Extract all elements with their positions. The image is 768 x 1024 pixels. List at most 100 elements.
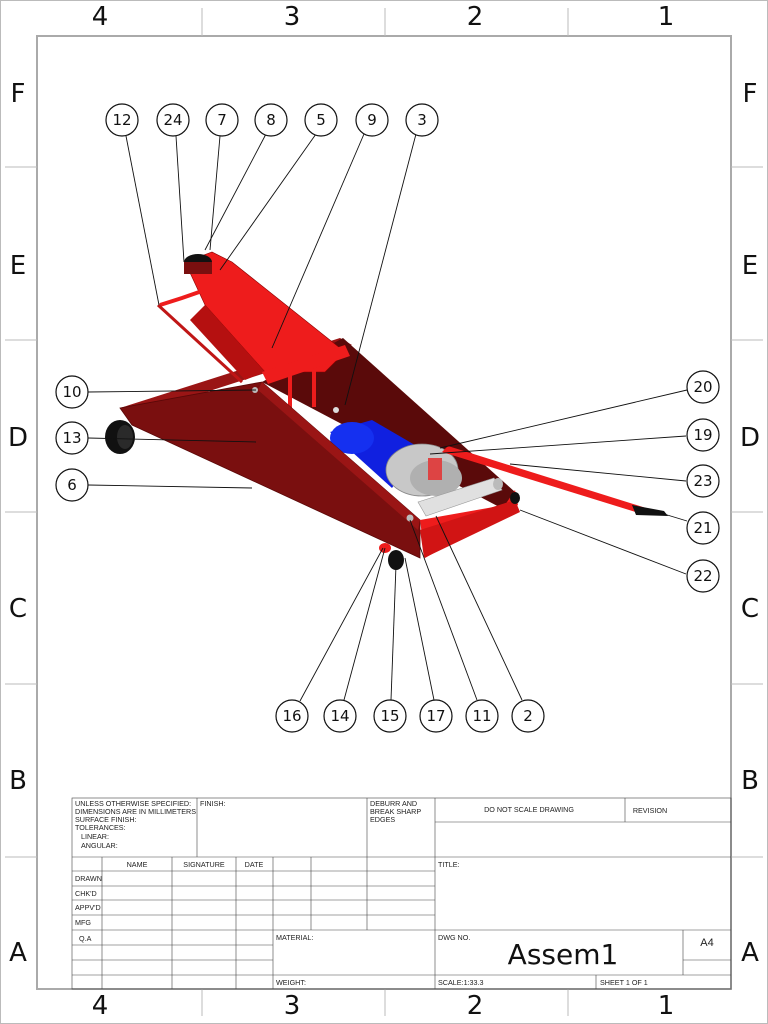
svg-text:9: 9: [367, 111, 377, 129]
zone-row-e-right: E: [742, 251, 758, 281]
svg-text:20: 20: [693, 378, 712, 396]
balloons: 12 24 7 8 5 9 3 10 13 6 20 19 23 21 22 1…: [55, 103, 720, 733]
zone-col-4-top: 4: [92, 2, 109, 32]
balloon-10[interactable]: 10: [55, 375, 89, 409]
tb-weight-label: WEIGHT:: [276, 978, 306, 987]
lift-arm: [184, 251, 346, 373]
zone-row-f-right: F: [743, 79, 758, 109]
balloon-2[interactable]: 2: [511, 699, 545, 733]
svg-text:3: 3: [417, 111, 427, 129]
svg-text:8: 8: [266, 111, 276, 129]
zone-row-f-left: F: [11, 79, 26, 109]
tb-sheet: SHEET 1 OF 1: [600, 978, 648, 987]
svg-text:19: 19: [693, 426, 712, 444]
zone-col-2-top: 2: [467, 2, 484, 32]
tb-col-name: NAME: [127, 860, 148, 869]
tb-note-surface: SURFACE FINISH:: [75, 815, 137, 824]
zone-col-2-bottom: 2: [467, 991, 484, 1021]
caster-wheel: [388, 550, 404, 570]
tb-col-date: DATE: [245, 860, 264, 869]
zone-row-d-right: D: [740, 423, 760, 453]
leader-lines: [87, 133, 688, 702]
tb-row-mfg: MFG: [75, 918, 91, 927]
svg-text:24: 24: [163, 111, 182, 129]
tb-note-tolerances: TOLERANCES:: [75, 823, 126, 832]
zone-col-3-top: 3: [284, 2, 301, 32]
cross-bar: [262, 345, 350, 384]
tb-row-chkd: CHK'D: [75, 889, 97, 898]
svg-text:12: 12: [112, 111, 131, 129]
balloon-16[interactable]: 16: [275, 699, 309, 733]
balloon-22[interactable]: 22: [686, 559, 720, 593]
tb-dwg-no: Assem1: [508, 938, 619, 971]
tb-dwg-no-label: DWG NO.: [438, 933, 470, 942]
svg-text:17: 17: [426, 707, 445, 725]
balloon-15[interactable]: 15: [373, 699, 407, 733]
tb-note-linear: LINEAR:: [81, 832, 109, 841]
tb-row-qa: Q.A: [79, 934, 92, 943]
tb-note-unless: UNLESS OTHERWISE SPECIFIED:: [75, 799, 191, 808]
svg-text:7: 7: [217, 111, 227, 129]
balloon-19[interactable]: 19: [686, 418, 720, 452]
zone-row-b-right: B: [741, 766, 759, 796]
svg-text:14: 14: [330, 707, 349, 725]
svg-text:21: 21: [693, 519, 712, 537]
zone-col-4-bottom: 4: [92, 991, 109, 1021]
tb-deburr-3: EDGES: [370, 815, 395, 824]
zone-ticks: [5, 8, 763, 1016]
tb-scale: SCALE:1:33.3: [438, 978, 484, 987]
pump-valve: [428, 458, 442, 480]
balloon-24[interactable]: 24: [156, 103, 190, 137]
tb-revision-label: REVISION: [633, 806, 667, 815]
front-link: [159, 288, 206, 307]
balloon-20[interactable]: 20: [686, 370, 720, 404]
zone-row-e-left: E: [10, 251, 26, 281]
svg-text:2: 2: [523, 707, 533, 725]
balloon-12[interactable]: 12: [105, 103, 139, 137]
zone-labels-top: 4 3 2 1: [92, 2, 675, 32]
balloon-14[interactable]: 14: [323, 699, 357, 733]
svg-text:6: 6: [67, 476, 77, 494]
balloon-11[interactable]: 11: [465, 699, 499, 733]
tb-material-label: MATERIAL:: [276, 933, 313, 942]
balloon-6[interactable]: 6: [55, 468, 89, 502]
tb-title-label: TITLE:: [438, 860, 460, 869]
zone-labels-bottom: 4 3 2 1: [92, 991, 675, 1021]
zone-row-c-right: C: [741, 594, 759, 624]
svg-text:5: 5: [316, 111, 326, 129]
title-block: UNLESS OTHERWISE SPECIFIED: DIMENSIONS A…: [71, 797, 732, 990]
tb-do-not-scale: DO NOT SCALE DRAWING: [484, 805, 574, 814]
zone-row-a-right: A: [741, 938, 759, 968]
zone-row-a-left: A: [9, 938, 27, 968]
tb-note-dimensions: DIMENSIONS ARE IN MILLIMETERS: [75, 807, 196, 816]
zone-col-3-bottom: 3: [284, 991, 301, 1021]
balloon-23[interactable]: 23: [686, 464, 720, 498]
balloon-13[interactable]: 13: [55, 421, 89, 455]
balloon-7[interactable]: 7: [205, 103, 239, 137]
svg-text:10: 10: [62, 383, 81, 401]
svg-text:23: 23: [693, 472, 712, 490]
zone-labels-left: F E D C B A: [8, 79, 28, 968]
tb-col-signature: SIGNATURE: [183, 860, 225, 869]
caster-wheel-right: [510, 492, 520, 504]
balloon-9[interactable]: 9: [355, 103, 389, 137]
tb-row-drawn: DRAWN: [75, 874, 102, 883]
svg-text:13: 13: [62, 429, 81, 447]
balloon-3[interactable]: 3: [405, 103, 439, 137]
zone-col-1-top: 1: [658, 2, 675, 32]
tb-note-angular: ANGULAR:: [81, 841, 118, 850]
balloon-5[interactable]: 5: [304, 103, 338, 137]
svg-text:11: 11: [472, 707, 491, 725]
balloon-17[interactable]: 17: [419, 699, 453, 733]
balloon-21[interactable]: 21: [686, 511, 720, 545]
tb-row-appvd: APPV'D: [75, 903, 101, 912]
svg-text:15: 15: [380, 707, 399, 725]
balloon-8[interactable]: 8: [254, 103, 288, 137]
handle: [442, 446, 646, 514]
tb-finish-label: FINISH:: [200, 799, 226, 808]
near-side-plate: [119, 381, 421, 559]
svg-text:22: 22: [693, 567, 712, 585]
zone-col-1-bottom: 1: [658, 991, 675, 1021]
floor-jack-model: [105, 251, 668, 570]
